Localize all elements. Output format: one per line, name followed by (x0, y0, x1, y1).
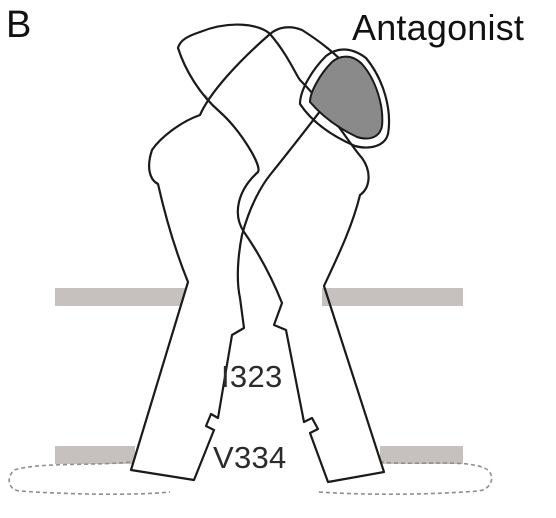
antagonist-label: Antagonist (352, 10, 524, 46)
membrane-band-bottom-right (380, 446, 463, 464)
membrane-band-bottom-left (55, 446, 135, 464)
panel-letter: B (6, 6, 31, 44)
membrane-band-top-left (55, 288, 193, 306)
membrane-band-top-right (322, 288, 463, 306)
residue-label-v334: V334 (213, 442, 287, 473)
residue-label-i323: I323 (221, 361, 283, 392)
